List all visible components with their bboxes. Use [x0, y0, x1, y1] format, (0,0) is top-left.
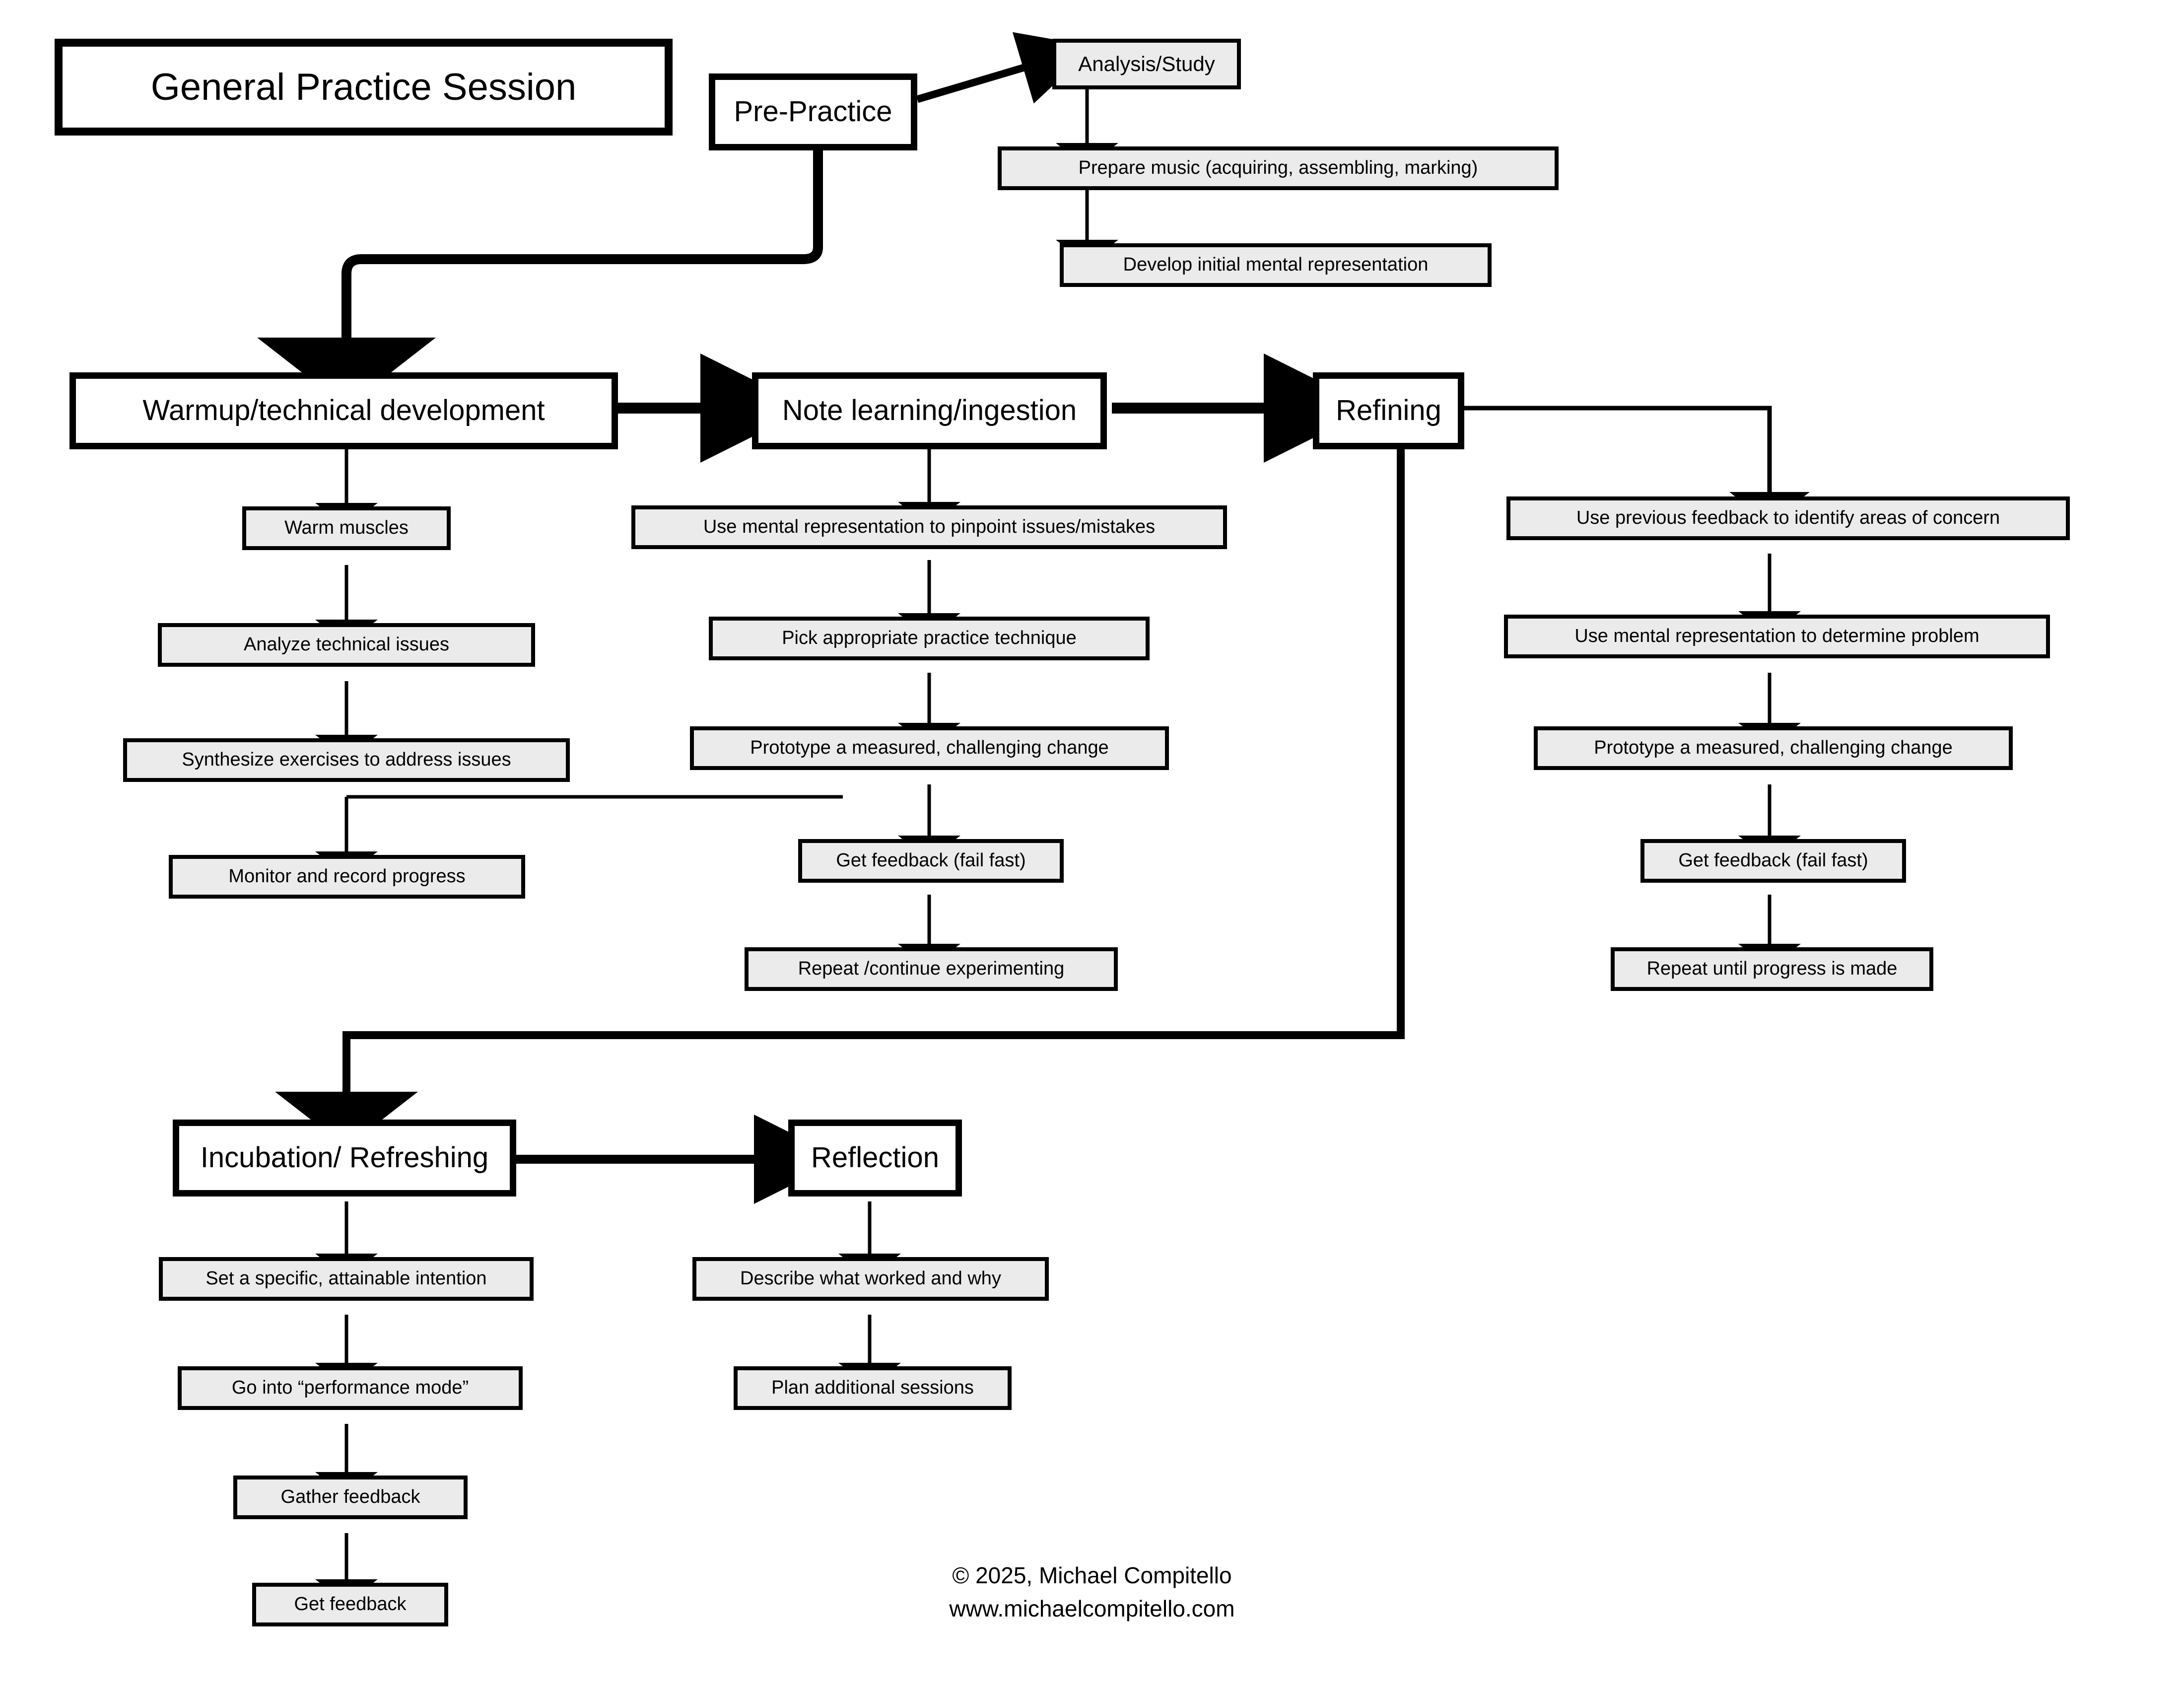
- edge-refining-to-previousfeedback: [1464, 406, 1810, 523]
- node-performance-mode[interactable]: Go into “performance mode”: [178, 1366, 523, 1410]
- node-develop-mental-representation-label: Develop initial mental representation: [1123, 254, 1429, 276]
- node-prototype-change-right[interactable]: Prototype a measured, challenging change: [1534, 726, 2013, 770]
- node-get-feedback-mid[interactable]: Get feedback (fail fast): [798, 839, 1064, 883]
- page-title: General Practice Session: [55, 39, 673, 136]
- node-pick-technique-label: Pick appropriate practice technique: [782, 628, 1077, 649]
- node-analysis-study[interactable]: Analysis/Study: [1052, 39, 1241, 89]
- node-warmup-label: Warmup/technical development: [142, 394, 545, 427]
- node-repeat-until-progress[interactable]: Repeat until progress is made: [1611, 947, 1933, 991]
- node-synthesize-exercises[interactable]: Synthesize exercises to address issues: [123, 738, 570, 782]
- edge-prepractice-to-analysis: [916, 32, 1095, 104]
- node-note-learning[interactable]: Note learning/ingestion: [752, 372, 1107, 449]
- edge-prepractice-to-warmup: [257, 150, 823, 407]
- node-warm-muscles-label: Warm muscles: [284, 517, 409, 539]
- footer-copyright: © 2025, Michael Compitello: [952, 1562, 1232, 1588]
- node-refining-label: Refining: [1336, 394, 1441, 427]
- node-pre-practice-label: Pre-Practice: [734, 95, 892, 128]
- node-warm-muscles[interactable]: Warm muscles: [242, 506, 451, 550]
- node-plan-additional-sessions[interactable]: Plan additional sessions: [734, 1366, 1012, 1410]
- footer: © 2025, Michael Compitello www.michaelco…: [769, 1559, 1415, 1625]
- page-title-label: General Practice Session: [150, 66, 577, 108]
- node-get-feedback-mid-label: Get feedback (fail fast): [836, 850, 1026, 871]
- node-develop-mental-representation[interactable]: Develop initial mental representation: [1060, 243, 1492, 287]
- node-pinpoint-issues-label: Use mental representation to pinpoint is…: [703, 516, 1156, 538]
- node-gather-feedback-label: Gather feedback: [280, 1486, 420, 1508]
- node-previous-feedback-label: Use previous feedback to identify areas …: [1576, 507, 2000, 529]
- node-prototype-change-mid-label: Prototype a measured, challenging change: [750, 737, 1109, 759]
- node-plan-additional-sessions-label: Plan additional sessions: [771, 1377, 974, 1399]
- node-analysis-study-label: Analysis/Study: [1078, 52, 1215, 75]
- node-determine-problem-label: Use mental representation to determine p…: [1574, 626, 1979, 647]
- node-analyze-technical-issues[interactable]: Analyze technical issues: [158, 623, 535, 667]
- node-reflection[interactable]: Reflection: [788, 1120, 962, 1196]
- node-describe-what-worked-label: Describe what worked and why: [740, 1268, 1001, 1289]
- node-prepare-music[interactable]: Prepare music (acquiring, assembling, ma…: [998, 146, 1559, 190]
- node-describe-what-worked[interactable]: Describe what worked and why: [692, 1257, 1049, 1301]
- node-pre-practice[interactable]: Pre-Practice: [709, 73, 917, 150]
- node-set-intention[interactable]: Set a specific, attainable intention: [159, 1257, 534, 1301]
- node-determine-problem[interactable]: Use mental representation to determine p…: [1504, 615, 2050, 658]
- node-synthesize-exercises-label: Synthesize exercises to address issues: [182, 749, 511, 771]
- node-prototype-change-right-label: Prototype a measured, challenging change: [1594, 737, 1953, 759]
- node-pinpoint-issues[interactable]: Use mental representation to pinpoint is…: [631, 505, 1227, 549]
- node-pick-technique[interactable]: Pick appropriate practice technique: [709, 617, 1150, 660]
- node-get-feedback-right[interactable]: Get feedback (fail fast): [1640, 839, 1906, 883]
- node-note-learning-label: Note learning/ingestion: [782, 394, 1077, 427]
- node-incubation-label: Incubation/ Refreshing: [200, 1141, 489, 1174]
- node-get-feedback-right-label: Get feedback (fail fast): [1678, 850, 1868, 871]
- node-incubation[interactable]: Incubation/ Refreshing: [173, 1120, 516, 1196]
- node-monitor-record-progress[interactable]: Monitor and record progress: [169, 855, 525, 899]
- node-previous-feedback[interactable]: Use previous feedback to identify areas …: [1506, 496, 2070, 540]
- node-gather-feedback[interactable]: Gather feedback: [233, 1476, 468, 1519]
- edge-synthesize-to-monitor: [346, 795, 843, 855]
- node-repeat-experimenting[interactable]: Repeat /continue experimenting: [745, 947, 1118, 991]
- node-monitor-record-progress-label: Monitor and record progress: [228, 866, 466, 887]
- node-repeat-until-progress-label: Repeat until progress is made: [1646, 958, 1898, 980]
- node-warmup[interactable]: Warmup/technical development: [69, 372, 618, 449]
- node-prototype-change-mid[interactable]: Prototype a measured, challenging change: [690, 726, 1169, 770]
- node-refining[interactable]: Refining: [1313, 372, 1464, 449]
- node-analyze-technical-issues-label: Analyze technical issues: [244, 634, 449, 655]
- node-get-feedback-bottom[interactable]: Get feedback: [252, 1583, 448, 1626]
- footer-website: www.michaelcompitello.com: [949, 1595, 1235, 1621]
- node-get-feedback-bottom-label: Get feedback: [294, 1594, 407, 1615]
- node-reflection-label: Reflection: [811, 1141, 939, 1174]
- node-performance-mode-label: Go into “performance mode”: [231, 1377, 469, 1399]
- node-repeat-experimenting-label: Repeat /continue experimenting: [798, 958, 1065, 980]
- node-prepare-music-label: Prepare music (acquiring, assembling, ma…: [1078, 157, 1478, 179]
- node-set-intention-label: Set a specific, attainable intention: [205, 1268, 487, 1289]
